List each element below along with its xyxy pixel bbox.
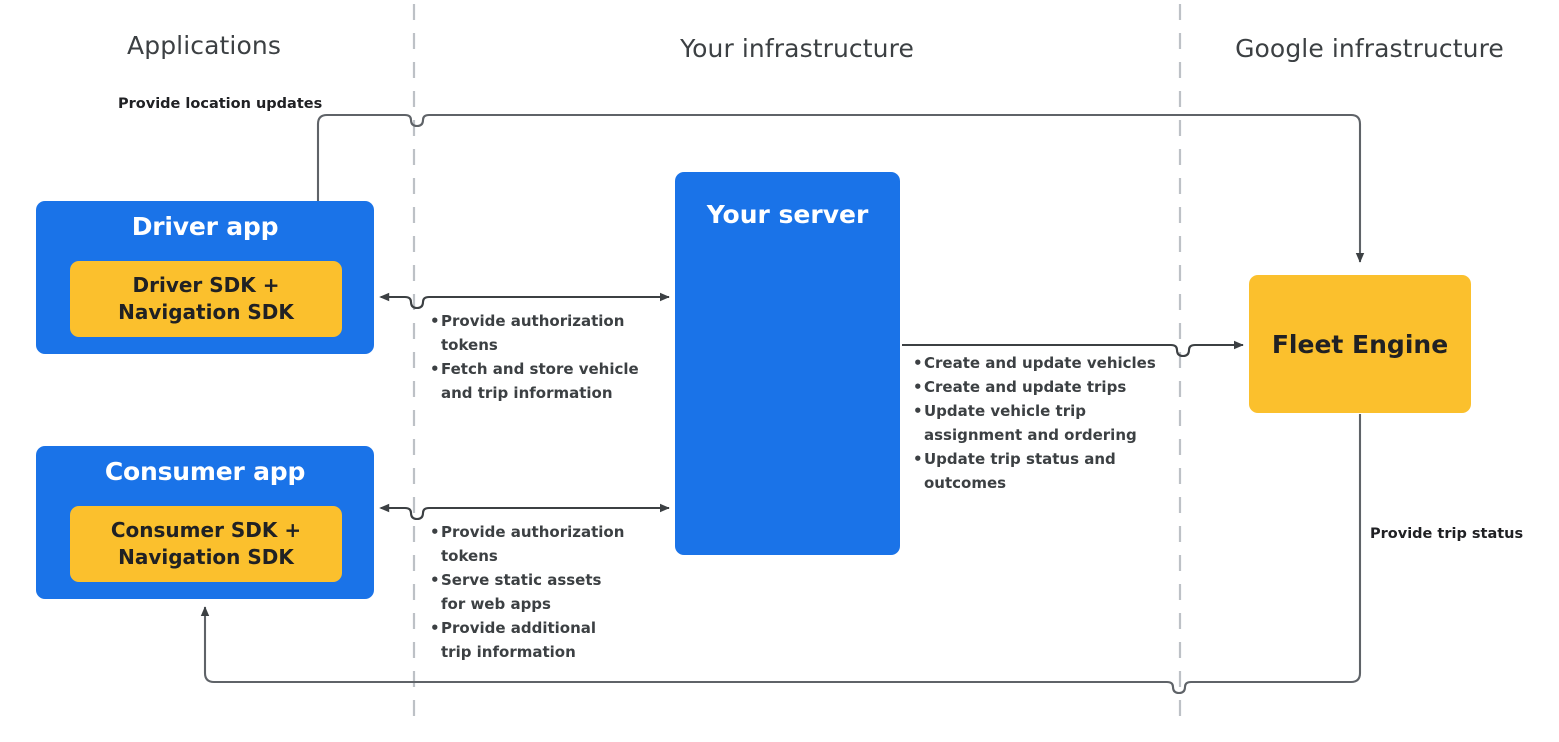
bullet-line: Update vehicle trip [924,402,1086,420]
node-consumer-sdk[interactable]: Consumer SDK + Navigation SDK [70,506,342,582]
bullet-item: Update vehicle trip [913,399,1173,423]
bullet-continuation: trip information [441,643,576,661]
bullet-line: Serve static assets [441,571,602,589]
bullet-item: Provide additional [430,616,660,640]
label-provide-location-updates: Provide location updates [118,96,323,112]
node-fleet-engine[interactable]: Fleet Engine [1249,275,1471,413]
bullet-line: Provide additional [441,619,597,637]
bullet-line: Create and update trips [924,378,1127,396]
bullet-item: Provide authorization [430,520,660,544]
bullet-line: Provide authorization [441,312,625,330]
your-server-title: Your server [706,200,869,229]
bullet-continuation: tokens [441,336,498,354]
bullet-line: Fetch and store vehicle [441,360,639,378]
column-header-google-infrastructure: Google infrastructure [1235,34,1504,63]
bullets-consumer-to-server: Provide authorization tokens Serve stati… [430,520,660,664]
consumer-sdk-label-line2: Navigation SDK [118,545,294,569]
bullets-driver-to-server: Provide authorization tokens Fetch and s… [430,309,660,405]
node-driver-app[interactable]: Driver app Driver SDK + Navigation SDK [36,201,374,354]
consumer-sdk-label-line1: Consumer SDK + [110,518,302,543]
bullet-line: Provide authorization [441,523,625,541]
fleet-engine-title: Fleet Engine [1271,329,1449,359]
column-header-your-infrastructure: Your infrastructure [680,34,914,63]
node-driver-sdk[interactable]: Driver SDK + Navigation SDK [70,261,342,337]
bullet-continuation: tokens [441,547,498,565]
bullet-line: Create and update vehicles [924,354,1156,372]
driver-sdk-label-line1: Driver SDK + [132,273,280,298]
label-provide-trip-status: Provide trip status [1370,526,1524,542]
bullet-continuation: assignment and ordering [924,426,1137,444]
bullet-item: Create and update vehicles [913,351,1173,375]
bullet-continuation: outcomes [924,474,1007,492]
bullet-item: Update trip status and [913,447,1173,471]
bullet-item: Fetch and store vehicle [430,357,660,381]
column-header-applications: Applications [127,31,281,60]
bullet-item: Provide authorization [430,309,660,333]
bullet-continuation: for web apps [441,595,551,613]
driver-sdk-label-line2: Navigation SDK [118,300,294,324]
bullet-item: Create and update trips [913,375,1173,399]
bullet-item: Serve static assets [430,568,660,592]
bullet-line: Update trip status and [924,450,1116,468]
node-consumer-app[interactable]: Consumer app Consumer SDK + Navigation S… [36,446,374,599]
edge-consumer-to-server [379,503,670,521]
node-your-server[interactable]: Your server [675,172,900,555]
driver-app-title: Driver app [131,212,279,241]
bullet-continuation: and trip information [441,384,613,402]
consumer-app-title: Consumer app [104,457,306,486]
bullets-server-to-fleet-engine: Create and update vehicles Create and up… [913,351,1173,495]
edge-driver-to-server [379,292,670,310]
